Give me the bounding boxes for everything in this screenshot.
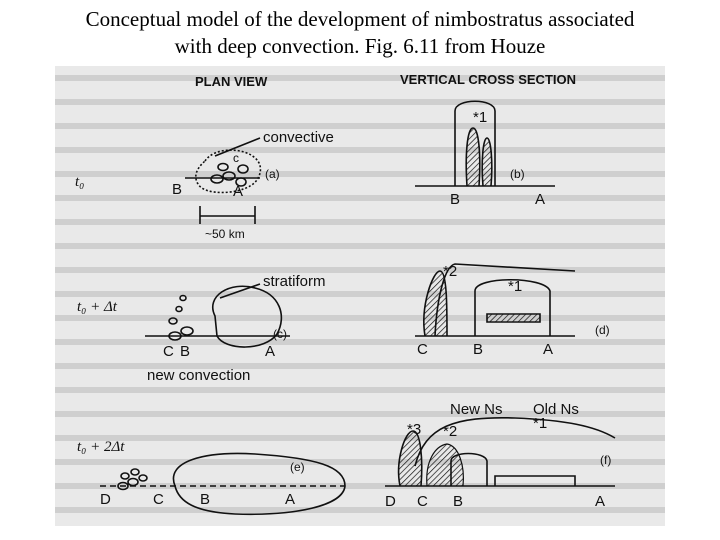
convective-label: convective: [263, 129, 334, 146]
point-d-f: D: [385, 493, 396, 510]
cross-section-title: VERTICAL CROSS SECTION: [400, 72, 576, 87]
panel-c-label: (c): [273, 327, 287, 341]
time-t0: t₀: [75, 174, 84, 190]
caption-line-1: Conceptual model of the development of n…: [85, 7, 635, 31]
point-a-f: A: [595, 493, 605, 510]
point-a-d: A: [543, 341, 553, 358]
panel-d: [415, 263, 576, 337]
point-c-d: C: [417, 341, 428, 358]
panel-b-label: (b): [510, 167, 525, 181]
diagram-figure: PLAN VIEW VERTICAL CROSS SECTION c conve…: [55, 66, 665, 526]
cell-c-label: c: [233, 151, 239, 165]
point-b-d: B: [473, 341, 483, 358]
panel-f: [385, 416, 616, 487]
panel-c: [145, 283, 290, 348]
new-ns-label: New Ns: [450, 401, 503, 418]
point-a-c: A: [265, 343, 275, 360]
point-c-e: C: [153, 491, 164, 508]
point-b-a: B: [172, 181, 182, 198]
old-ns-label: Old Ns: [533, 401, 579, 418]
stratiform-label: stratiform: [263, 273, 326, 290]
point-d-e: D: [100, 491, 111, 508]
background-texture: [55, 75, 665, 513]
caption-line-2: with deep convection. Fig. 6.11 from Hou…: [174, 34, 546, 58]
point-c-f: C: [417, 493, 428, 510]
point-c-c: C: [163, 343, 174, 360]
panel-e: [100, 452, 346, 516]
panel-a: [185, 137, 262, 224]
scale-label: ~50 km: [205, 227, 245, 241]
star3-f: *3: [407, 421, 421, 438]
point-b-b: B: [450, 191, 460, 208]
point-b-e: B: [200, 491, 210, 508]
star1-d: *1: [508, 278, 522, 295]
figure-caption: Conceptual model of the development of n…: [0, 6, 720, 60]
panel-b: [415, 100, 555, 187]
point-b-f: B: [453, 493, 463, 510]
star2-d: *2: [443, 263, 457, 280]
diagram-svg: PLAN VIEW VERTICAL CROSS SECTION c conve…: [55, 72, 665, 516]
point-b-c: B: [180, 343, 190, 360]
plan-view-title: PLAN VIEW: [195, 74, 268, 89]
star2-f: *2: [443, 423, 457, 440]
star1-b: *1: [473, 109, 487, 126]
time-t2: t₀ + 2Δt: [77, 439, 125, 455]
point-a-a: A: [233, 183, 243, 200]
time-t1: t₀ + Δt: [77, 299, 118, 315]
new-convection-label: new convection: [147, 367, 250, 384]
panel-a-label: (a): [265, 167, 280, 181]
panel-e-label: (e): [290, 460, 305, 474]
point-a-b: A: [535, 191, 545, 208]
star1-f: *1: [533, 415, 547, 432]
panel-f-label: (f): [600, 453, 611, 467]
panel-d-label: (d): [595, 323, 610, 337]
point-a-e: A: [285, 491, 295, 508]
